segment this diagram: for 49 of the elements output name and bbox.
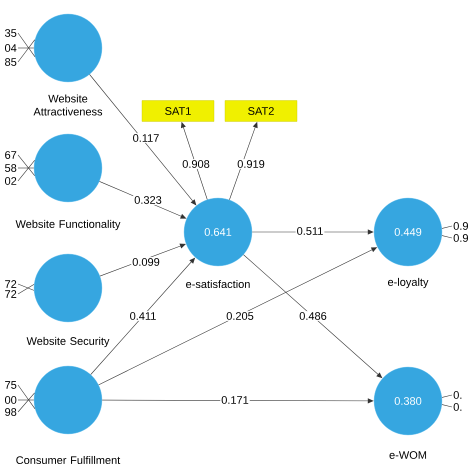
loading-value: 00 (5, 396, 16, 404)
loading-line (442, 235, 452, 238)
indicator-box: SAT1 (142, 100, 214, 122)
edge-label: 0.117 (132, 133, 160, 143)
edge-label: 0.919 (236, 159, 266, 169)
loading-line (18, 39, 36, 62)
loading-value: 85 (5, 58, 16, 66)
loading-value: 98 (5, 408, 16, 416)
loading-value: 35 (5, 29, 16, 37)
loading-value: 0. (454, 403, 462, 411)
loading-value: 75 (5, 381, 16, 389)
path-arrow (90, 258, 196, 375)
construct-label: e-WOM (390, 451, 426, 459)
edge-label: 0.323 (133, 195, 163, 205)
edge-label: 0.511 (296, 226, 324, 236)
loading-value: 04 (5, 44, 16, 52)
loading-line (18, 384, 36, 410)
loading-value: 58 (5, 164, 16, 172)
edge-label: 0.486 (298, 311, 328, 321)
loading-value: 67 (5, 151, 16, 159)
loading-value: 72 (5, 280, 16, 288)
loading-value: 72 (5, 290, 16, 298)
edge-label: 0.908 (181, 159, 211, 169)
loading-line (18, 32, 36, 58)
loading-line (18, 284, 34, 294)
loading-value: 0.9 (454, 222, 468, 230)
path-arrow (243, 254, 382, 378)
construct-label: e-satisfaction (186, 280, 250, 288)
edge-label: 0.205 (225, 311, 255, 321)
path-arrow (89, 74, 196, 206)
construct-label: Website Attractiveness (33, 94, 102, 116)
loading-value: 0.9 (454, 234, 468, 242)
loading-value: 02 (5, 177, 16, 185)
loading-line (442, 226, 452, 229)
construct-label: Website Security (26, 336, 110, 348)
edge-label: 0.099 (131, 257, 161, 267)
loading-line (18, 392, 35, 412)
loading-line (442, 394, 452, 398)
loading-value: 0. (454, 391, 462, 399)
construct-label: Consumer Fulfillment (16, 456, 120, 464)
loading-line (442, 404, 452, 408)
loading-line (18, 284, 34, 291)
construct-label: e-loyalty (388, 278, 428, 288)
loading-line (18, 160, 35, 182)
loading-line (18, 154, 35, 176)
edge-label: 0.171 (220, 395, 250, 405)
edge-label: 0.411 (128, 311, 158, 321)
construct-label: Website Functionality (16, 220, 120, 230)
indicator-box: SAT2 (224, 100, 298, 122)
